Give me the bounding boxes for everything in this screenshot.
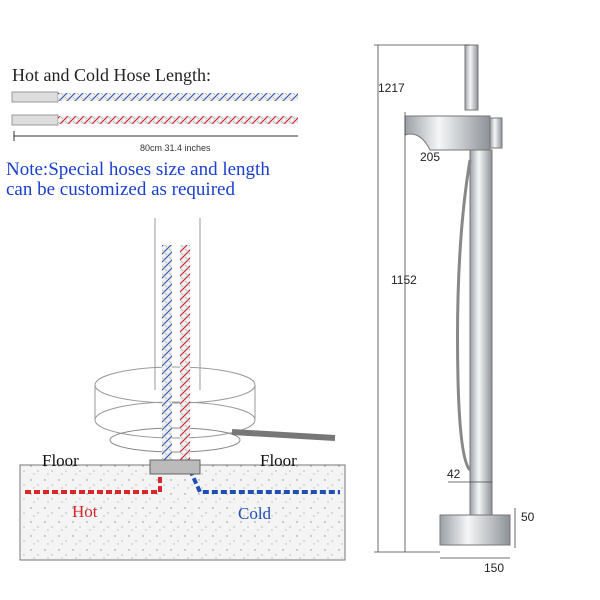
- floor-label-left: Floor: [42, 451, 79, 470]
- hot-hose: [11, 114, 298, 126]
- floor-label-right: Floor: [260, 451, 297, 470]
- dimension-lines: [374, 44, 516, 559]
- hose-title: Hot and Cold Hose Length:: [12, 65, 211, 85]
- dim-pipe-width: 42: [447, 467, 461, 481]
- hose-length-label: 80cm 31.4 inches: [140, 143, 211, 153]
- dim-spout-reach: 205: [420, 150, 440, 164]
- cold-label: Cold: [238, 504, 272, 523]
- dim-spout-height: 1152: [391, 273, 417, 287]
- dim-base-height: 50: [521, 510, 535, 524]
- installation-diagram: [19, 218, 346, 561]
- faucet-illustration: [404, 44, 511, 546]
- note-line-2: can be customized as required: [6, 179, 235, 200]
- dim-total-height: 1217: [378, 81, 405, 95]
- note-line-1: Note:Special hoses size and length: [6, 159, 270, 180]
- dim-base-width: 150: [484, 561, 504, 575]
- cold-hose: [11, 91, 298, 103]
- hot-label: Hot: [72, 502, 98, 521]
